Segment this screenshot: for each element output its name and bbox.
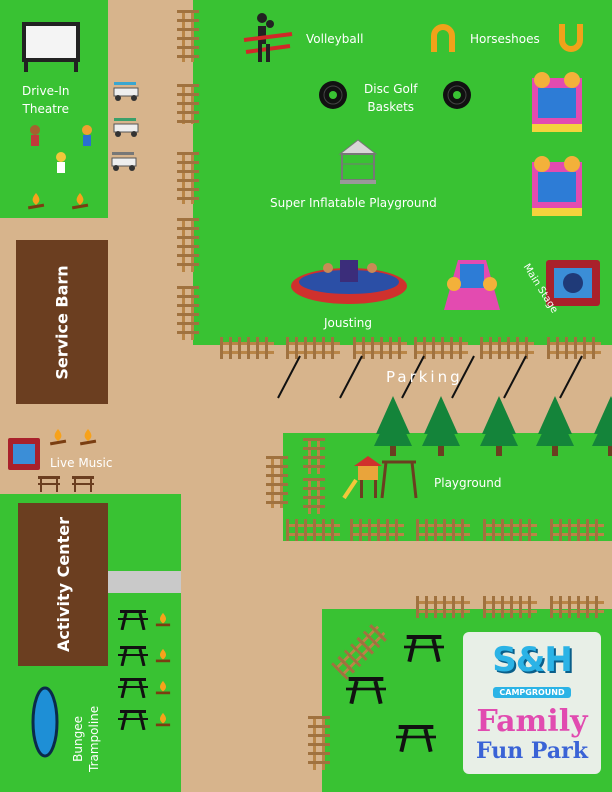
fence — [414, 337, 468, 359]
campfire-icon — [71, 193, 89, 210]
fence — [177, 218, 199, 272]
pine-tree-icon — [592, 396, 612, 456]
horseshoes-label: Horseshoes — [470, 32, 540, 46]
fence — [353, 337, 407, 359]
fence — [303, 438, 325, 474]
picnic-table-icon — [118, 610, 148, 630]
fence — [177, 10, 199, 62]
fence — [177, 84, 199, 124]
fence — [547, 337, 601, 359]
disc-golf-basket-icon — [443, 81, 471, 109]
logo-sub: CAMPGROUND — [493, 687, 571, 698]
bungee-trampoline-label: Bungee Trampoline — [71, 705, 101, 772]
fence — [286, 337, 340, 359]
disc-golf-basket-icon — [319, 81, 347, 109]
campfire-icon — [155, 680, 171, 695]
campfire-icon — [155, 712, 171, 727]
campfire-icon — [155, 648, 171, 663]
grass-picnic-corner — [380, 609, 440, 619]
person-icon — [82, 125, 92, 146]
bounce-house-icon — [532, 156, 582, 216]
logo-family: Family — [476, 704, 588, 739]
campfire-icon — [49, 429, 67, 446]
paved-path — [108, 571, 181, 593]
golf-cart-icon — [111, 152, 137, 171]
jousting-label: Jousting — [324, 316, 372, 330]
fence — [350, 519, 404, 541]
fence — [177, 152, 199, 204]
bench-icon — [72, 476, 94, 492]
horseshoe-icon — [431, 24, 455, 52]
volleyball-icon — [243, 13, 293, 62]
pine-tree-icon — [536, 396, 574, 456]
stage-icon — [8, 438, 40, 470]
fence — [483, 596, 537, 618]
bounce-house-icon — [532, 72, 582, 132]
fence — [266, 456, 288, 508]
picnic-table-icon — [118, 646, 148, 666]
fence — [550, 519, 604, 541]
inflatable-slide-icon — [444, 260, 500, 310]
horseshoe-icon — [559, 24, 583, 52]
fence — [480, 337, 534, 359]
playground-equipment-icon — [342, 456, 418, 500]
fence — [416, 519, 470, 541]
fence — [303, 478, 325, 514]
golf-cart-icon — [113, 118, 139, 137]
volleyball-label: Volleyball — [306, 32, 364, 46]
service-barn: Service Barn — [16, 240, 108, 404]
logo-brand: S&H — [492, 640, 573, 680]
playground-label: Playground — [434, 476, 502, 490]
campfire-icon — [27, 193, 45, 210]
fence — [308, 716, 330, 770]
parking-lines — [277, 355, 583, 399]
pine-tree-icon — [374, 396, 412, 456]
picnic-table-icon — [346, 677, 386, 704]
picnic-table-icon — [118, 678, 148, 698]
picnic-table-icon — [118, 710, 148, 730]
fence — [416, 596, 470, 618]
person-icon — [30, 125, 40, 146]
person-icon — [56, 152, 66, 173]
disc-golf-label: Disc Golf Baskets — [364, 82, 418, 114]
drive-in-theatre-label: Drive-In Theatre — [22, 84, 70, 116]
picnic-table-icon — [396, 725, 436, 752]
campfire-icon — [79, 429, 97, 446]
trampoline-icon — [31, 686, 59, 758]
pine-tree-icon — [480, 396, 518, 456]
picnic-table-icon — [404, 635, 444, 662]
bench-icon — [38, 476, 60, 492]
stage-icon — [546, 260, 600, 306]
activity-center-label: Activity Center — [53, 517, 73, 652]
fence — [177, 286, 199, 340]
jousting-arena-icon — [291, 260, 407, 304]
pine-tree-icon — [422, 396, 460, 456]
activity-center: Activity Center — [18, 503, 108, 666]
parking-label: Parking — [386, 368, 463, 386]
fence — [220, 337, 274, 359]
movie-screen-icon — [22, 22, 80, 72]
campfire-icon — [155, 612, 171, 627]
fence — [550, 596, 604, 618]
logo-fun-park: Fun Park — [476, 738, 588, 764]
service-barn-label: Service Barn — [52, 264, 72, 380]
super-inflatable-playground-label: Super Inflatable Playground — [270, 196, 437, 210]
golf-cart-icon — [113, 82, 139, 101]
live-music-label: Live Music — [50, 456, 113, 470]
family-fun-park-logo: S&H CAMPGROUND Family Fun Park — [463, 632, 601, 774]
gazebo-icon — [338, 139, 378, 184]
fence — [286, 519, 340, 541]
fence — [483, 519, 537, 541]
